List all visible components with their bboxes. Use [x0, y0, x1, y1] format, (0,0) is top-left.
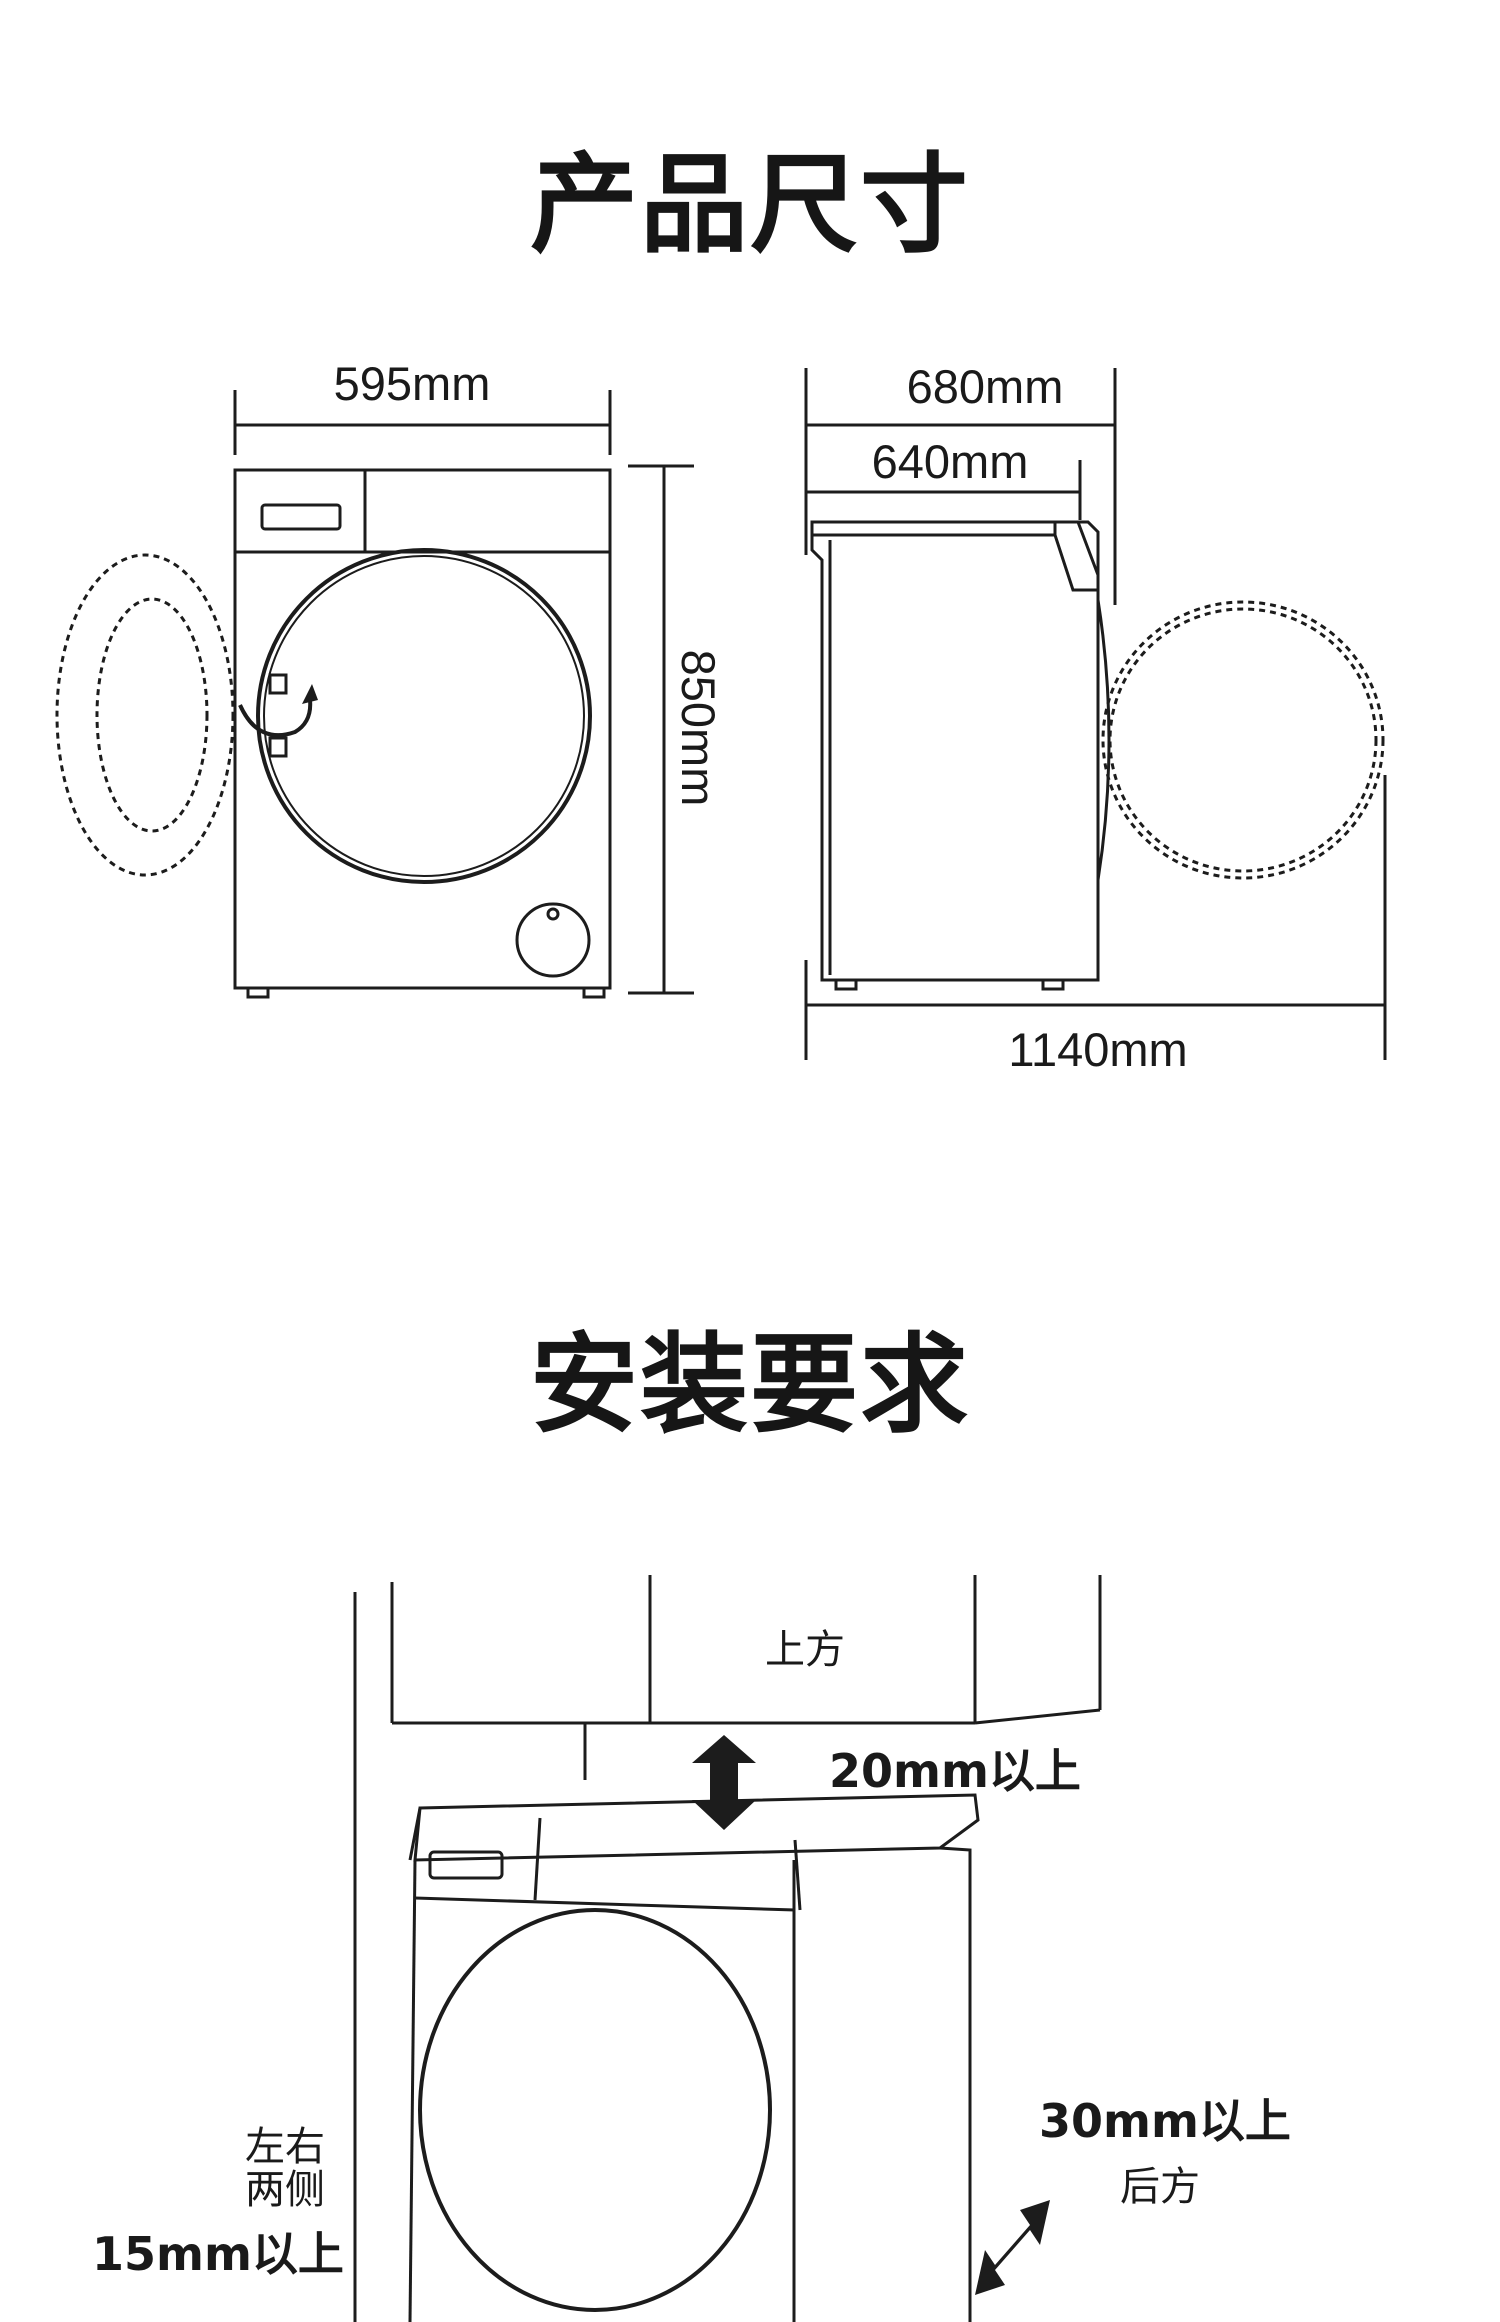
door-open-depth-label: 1140mm: [1008, 1023, 1187, 1076]
side-open-door-outer-dashed: [1101, 600, 1385, 880]
install-requirements-title: 安装要求: [529, 1323, 970, 1448]
hinge-top: [268, 673, 288, 695]
front-display-window: [260, 503, 342, 531]
top-clearance-arrow: [692, 1735, 756, 1830]
installation-diagram: [353, 1575, 1102, 2322]
side-clearance-value: 15mm以上: [92, 2227, 344, 2281]
machine-side-right: [939, 1846, 972, 2322]
top-clearance-value: 20mm以上: [829, 1744, 1081, 1798]
top-label: 上方: [765, 1627, 845, 1673]
back-clearance-arrow: [975, 2200, 1050, 2295]
machine-front-left: [408, 1859, 417, 2322]
side-control-panel: [1053, 520, 1100, 592]
machine-top: [413, 1793, 980, 1862]
front-foot-left: [246, 986, 270, 999]
depth-body-label: 640mm: [872, 435, 1029, 488]
front-door-outer: [256, 548, 592, 884]
front-view-diagram: [55, 390, 694, 999]
front-foot-right: [582, 986, 606, 999]
back-label: 后方: [1120, 2164, 1200, 2210]
machine-panel-divider: [533, 1817, 542, 1901]
rotation-arrowhead: [302, 684, 318, 704]
side-door-bulge: [1096, 599, 1111, 881]
machine-panel-right: [793, 1839, 802, 1911]
back-clearance-value: 30mm以上: [1039, 2094, 1291, 2148]
height-label: 850mm: [672, 650, 725, 807]
product-size-title: 产品尺寸: [529, 143, 970, 268]
side-foot-right: [1041, 978, 1065, 991]
upper-cabinet-bottom-right: [974, 1708, 1101, 1725]
side-cabinet: [810, 520, 1100, 982]
door-rotation-arrow: [238, 699, 313, 738]
front-cabinet: [233, 468, 612, 990]
machine-display-window: [428, 1850, 504, 1880]
side-label-line1: 左右: [245, 2124, 325, 2170]
side-view-diagram: [804, 368, 1387, 1060]
side-label-line2: 两侧: [245, 2167, 325, 2213]
open-door-inner-dashed: [95, 597, 209, 833]
width-label: 595mm: [334, 357, 491, 410]
front-door-inner: [263, 555, 585, 877]
hinge-bottom: [268, 736, 288, 758]
machine-panel-bottom: [414, 1896, 796, 1912]
depth-total-label: 680mm: [907, 360, 1064, 413]
filter-cover: [515, 902, 591, 978]
side-foot-left: [834, 978, 858, 991]
open-door-outer-dashed: [55, 553, 235, 877]
machine-top-left-edge: [408, 1807, 422, 1861]
machine-door: [418, 1908, 772, 2312]
side-open-door-inner-dashed: [1108, 607, 1378, 873]
filter-cover-dot: [546, 907, 560, 921]
